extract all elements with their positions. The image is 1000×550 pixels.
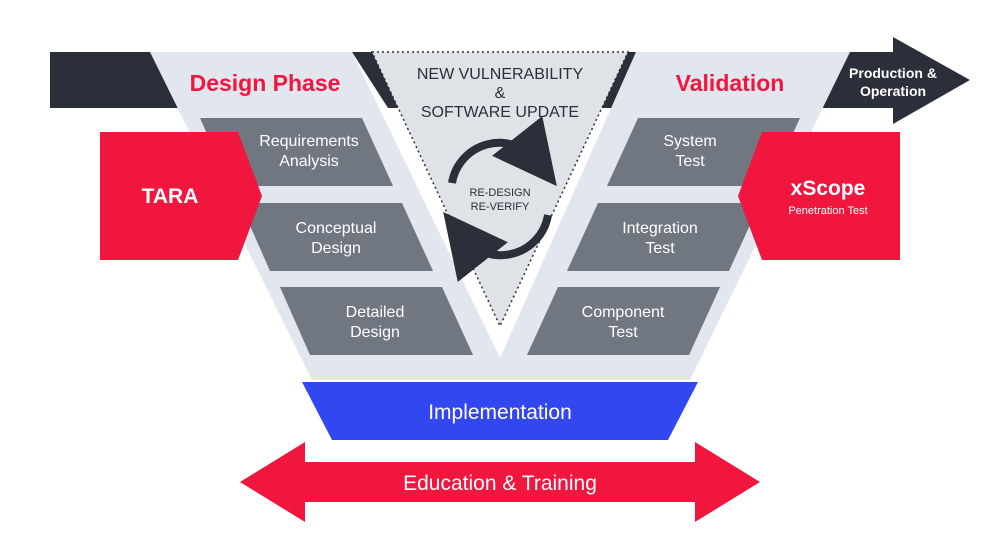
step-integration-test-label-2: Test [645,240,675,257]
step-conceptual-design-label-2: Design [311,240,361,257]
vulnerability-title-line1: NEW VULNERABILITY [417,66,584,83]
xscope-box [738,132,900,260]
step-integration-test [567,203,760,271]
cycle-label-line1: RE-DESIGN [469,187,530,199]
implementation-label: Implementation [428,401,572,424]
step-component-test-label-2: Test [608,324,638,341]
step-component-test [527,287,720,355]
step-component-test-label-1: Component [582,304,665,321]
step-detailed-design [280,287,473,355]
education-double-arrow [240,442,760,522]
cycle-label-line2: RE-VERIFY [471,201,530,213]
center-vulnerability-triangle [370,51,630,328]
tara-box [100,132,262,260]
validation-label: Validation [676,70,785,96]
redesign-reverify-cycle-icon [443,116,557,282]
step-detailed-design-label-1: Detailed [346,304,405,321]
timeline-arrow-head [818,37,970,124]
step-requirements-analysis-label-2: Analysis [279,153,339,170]
production-operation-label-line2: Operation [860,83,926,99]
xscope-subtitle: Penetration Test [788,205,867,217]
step-system-test-label-1: System [663,133,716,150]
step-system-test-label-2: Test [675,153,705,170]
design-phase-label: Design Phase [190,70,341,96]
xscope-title: xScope [791,177,866,200]
step-detailed-design-label-2: Design [350,324,400,341]
tara-label: TARA [142,185,199,208]
step-integration-test-label-1: Integration [622,220,698,237]
vulnerability-title-line2: & [495,85,506,102]
step-conceptual-design [240,203,433,271]
vulnerability-title-line3: SOFTWARE UPDATE [421,104,579,121]
production-operation-label-line1: Production & [849,65,937,81]
step-conceptual-design-label-1: Conceptual [296,220,377,237]
education-training-label: Education & Training [403,472,597,495]
implementation-box [302,382,698,440]
timeline-arrow-left-segment [50,52,182,108]
step-requirements-analysis-label-1: Requirements [259,133,359,150]
